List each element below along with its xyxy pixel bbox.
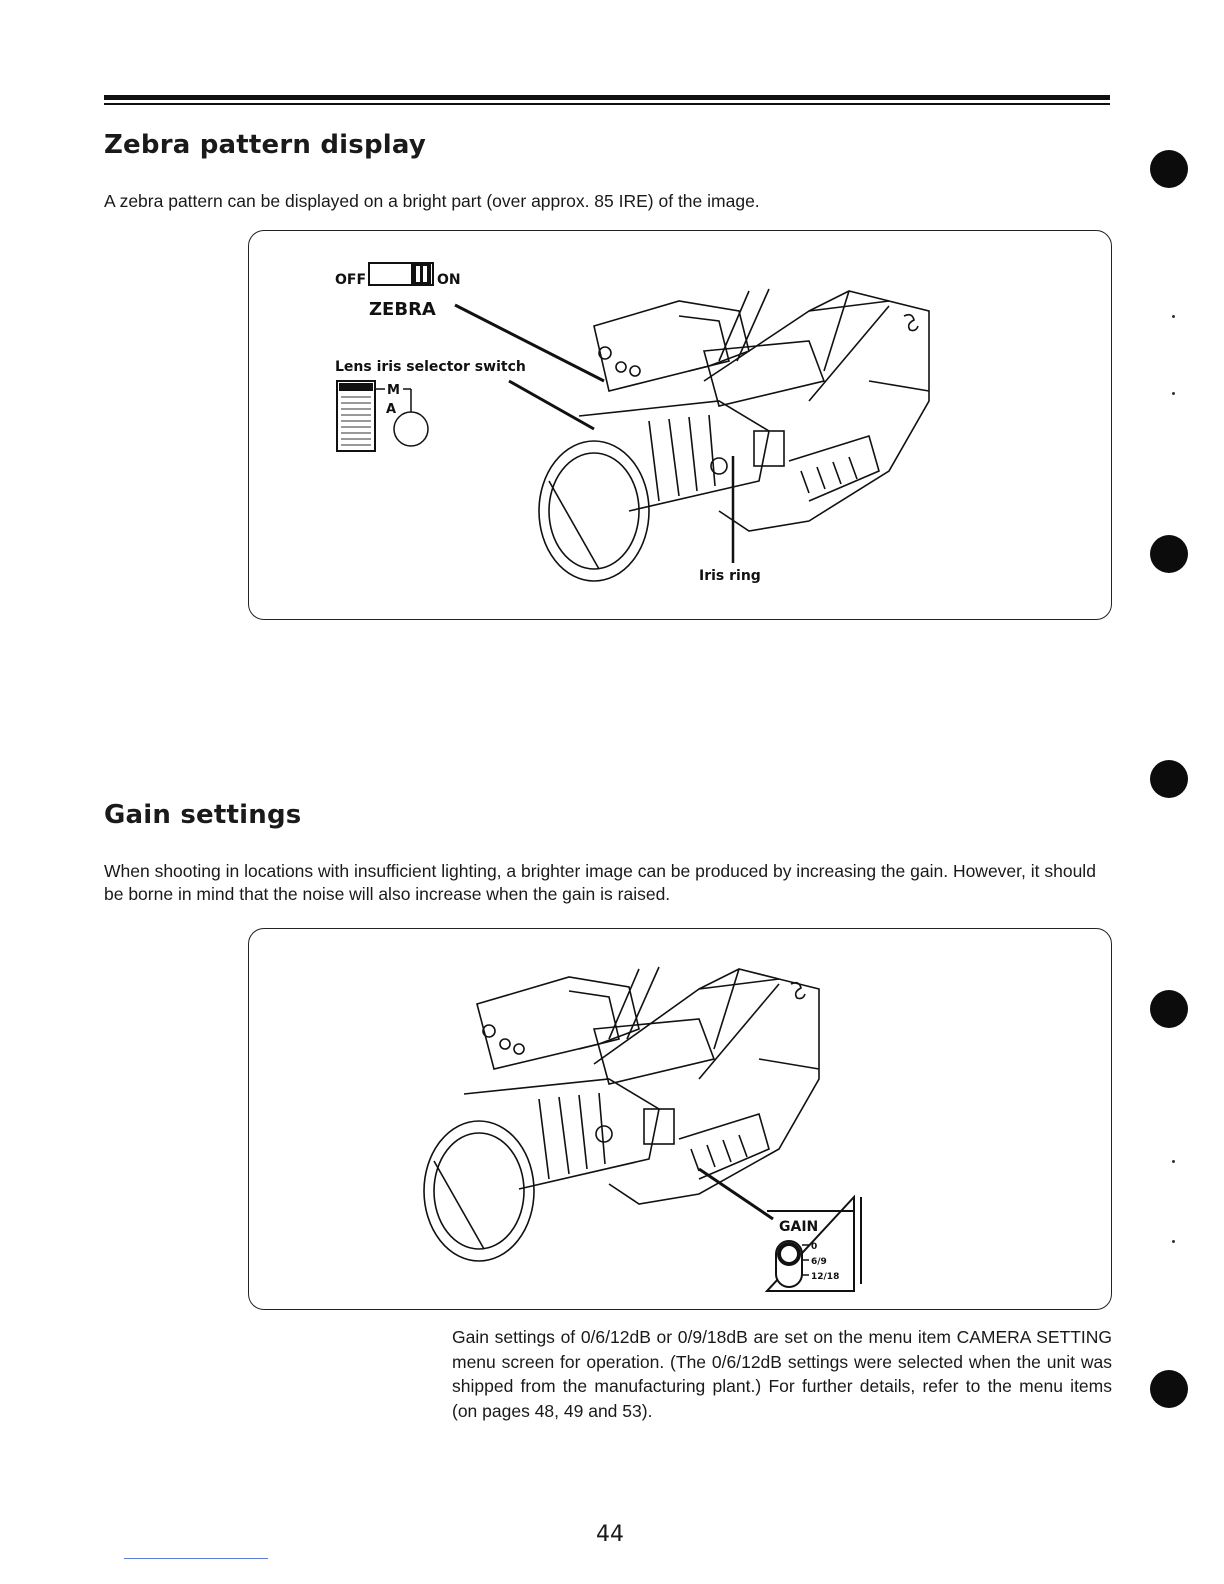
gain-position-0: 0 <box>811 1242 817 1252</box>
margin-speck <box>1172 392 1175 395</box>
lens-iris-switch-icon <box>336 380 429 452</box>
binding-dot-icon <box>1150 535 1188 573</box>
iris-ring-label: Iris ring <box>699 568 761 584</box>
lens-iris-label: Lens iris selector switch <box>335 359 526 375</box>
zebra-switch-icon <box>368 262 434 286</box>
gain-switch-label: GAIN <box>779 1219 818 1235</box>
header-rule-thick <box>104 95 1110 100</box>
zebra-off-label: OFF <box>335 272 366 288</box>
margin-speck <box>1172 315 1175 318</box>
zebra-camera-illustration: OFF ON ZEBRA Lens iris selector switch M… <box>335 262 930 584</box>
zebra-description: A zebra pattern can be displayed on a br… <box>104 191 760 211</box>
iris-a-label: A <box>386 402 396 417</box>
zebra-switch-name: ZEBRA <box>369 299 436 320</box>
zebra-leader-line <box>454 303 605 383</box>
zebra-section-title: Zebra pattern display <box>104 130 426 160</box>
footer-line <box>124 1558 268 1559</box>
zebra-on-label: ON <box>437 272 461 288</box>
gain-figure: GAIN 0 6/9 12/18 <box>248 928 1112 1310</box>
gain-note: Gain settings of 0/6/12dB or 0/9/18dB ar… <box>452 1327 1112 1421</box>
gain-position-12-18: 12/18 <box>811 1272 839 1282</box>
gain-leader-line <box>698 1167 774 1221</box>
binding-dot-icon <box>1150 150 1188 188</box>
binding-dot-icon <box>1150 1370 1188 1408</box>
page-number: 44 <box>596 1522 624 1547</box>
binding-dot-icon <box>1150 990 1188 1028</box>
header-rule-thin <box>104 103 1110 105</box>
gain-camera-illustration: GAIN 0 6/9 12/18 <box>423 966 862 1292</box>
margin-speck <box>1172 1240 1175 1243</box>
gain-description: When shooting in locations with insuffic… <box>104 861 1096 904</box>
zebra-figure: OFF ON ZEBRA Lens iris selector switch M… <box>248 230 1112 620</box>
gain-switch-icon <box>764 1194 862 1292</box>
margin-speck <box>1172 1160 1175 1163</box>
binding-dot-icon <box>1150 760 1188 798</box>
iris-selector-leader-line <box>508 379 595 431</box>
gain-section-title: Gain settings <box>104 800 302 830</box>
camera-drawing <box>423 966 820 1262</box>
gain-position-6-9: 6/9 <box>811 1257 827 1267</box>
iris-m-label: M <box>387 383 400 398</box>
camera-drawing <box>538 288 930 582</box>
